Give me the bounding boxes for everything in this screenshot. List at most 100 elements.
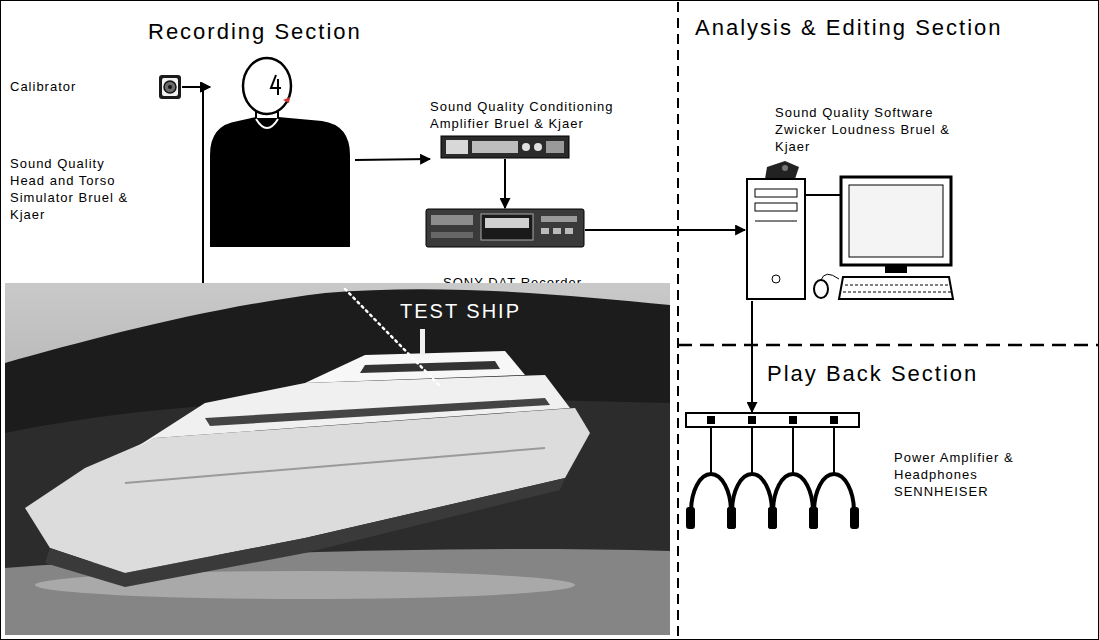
headphone-set-part [789,416,797,424]
computer-picture-part [782,165,788,171]
signal-arrow [355,159,430,160]
amplifier-device-part [522,143,530,151]
headphone-set-part [809,507,818,529]
section-divider [678,344,1098,347]
calibrator-device-picture [158,74,182,100]
head-torso-figure-part [210,117,350,247]
headphone-set-part [773,474,813,512]
device-label: Calibrator [10,78,150,95]
headphone-set-part [748,416,756,424]
computer-picture-part [747,179,805,299]
computer-picture-part [849,185,943,257]
headphone-set-part [727,507,736,529]
signal-arrow [585,229,745,231]
headphone-amplifier-picture [685,412,860,537]
headphone-amplifier: Power Amplifier & Headphones SENNHEISER [685,412,1019,537]
computer-picture-part [814,280,828,298]
signal-arrow [203,87,210,283]
calibrator-icon-part [168,85,172,89]
computer-picture-part [845,285,949,286]
computer-picture-part [772,275,780,283]
signal-arrow [504,159,506,208]
headphone-set-part [751,427,753,474]
conditioning-amplifier-picture [440,135,570,159]
headphone-set-part [686,413,859,427]
dat-device-part [481,214,533,240]
headphone-set-part [830,416,838,424]
dat-device-part [426,209,584,247]
computer-picture-part [821,274,839,280]
device-label: Sound Quality Head and Torso Simulator B… [10,155,135,223]
dat-device-part [541,216,577,222]
dat-device-part [553,228,561,234]
amplifier-device-part [546,141,564,153]
amplifier-device-part [472,141,518,153]
headphone-set [685,412,860,537]
ship-photo-part [45,478,565,587]
head-torso-figure-part [283,97,290,103]
signal-arrow [751,301,753,412]
device-label: Power Amplifier & Headphones SENNHEISER [894,449,1019,500]
ship-photo-part [360,361,500,373]
headphone-set-part [850,507,859,529]
dat-recorder-picture [425,208,585,248]
ship-photo-part [205,398,550,426]
amplifier-device-part [534,143,542,151]
section-title: Analysis & Editing Section [695,14,1003,42]
device-label: Sound Quality Software Zwicker Loudness … [775,104,975,155]
head-torso-figure-part [256,119,278,128]
computer-picture-part [755,203,797,211]
headphone-set-part [710,427,712,474]
calibrator-icon-part [164,81,176,93]
ship-photo [5,283,670,635]
head-torso-simulator-picture [210,55,355,247]
calibrator-icon-part [159,75,181,99]
section-region: Analysis & Editing SectionSound Quality … [679,0,1099,346]
dat-device-part [485,218,529,228]
calibrator-device: Calibrator [158,74,182,100]
head-torso-figure-part [243,58,291,114]
ship-photo-part [5,283,670,635]
dat-device-part [565,228,573,234]
amplifier-device [440,135,570,159]
headphone-set-part [833,427,835,474]
headphone-set-part [707,416,715,424]
computer-picture [745,159,955,301]
computer-picture-part [841,177,951,265]
headphone-set-part [732,474,772,512]
calibrator-icon-part [162,78,178,96]
computer-picture-part [805,194,841,196]
computer-picture-part [839,277,953,299]
section-region: Recording SectionCalibratorSound Quality… [0,0,679,640]
section-region: Play Back SectionPower Amplifier & Headp… [679,346,1099,640]
headphone-set-part [768,507,777,529]
device-label: Sound Quality Conditioning Amplifier Bru… [430,98,622,132]
computer-picture-part [755,221,797,222]
dat-device [425,208,585,248]
ship-photo-part [125,448,545,483]
amplifier-device-part [441,136,569,158]
head-torso-figure [210,55,355,247]
section-divider [677,2,679,638]
section-title: Play Back Section [767,360,978,388]
computer-picture-part [885,265,907,273]
ship-label: TEST SHIP [400,299,521,323]
section-title: Recording Section [148,18,362,46]
head-torso-simulator: Sound Quality Head and Torso Simulator B… [210,55,355,247]
headphone-set-part [792,427,794,474]
head-torso-figure-part [271,75,281,95]
calibrator-icon [158,74,182,100]
computer-picture-part [755,189,797,197]
headphone-set-part [691,474,731,512]
computer-picture-part [843,292,951,293]
dat-device-part [431,215,473,225]
conditioning-amplifier: Sound Quality Conditioning Amplifier Bru… [430,98,622,159]
test-ship-photo-picture [5,283,670,635]
amplifier-device-part [446,140,468,154]
computer-workstation-picture [745,159,955,301]
computer-picture-part [765,161,799,179]
computer-workstation: Sound Quality Software Zwicker Loudness … [745,104,975,301]
